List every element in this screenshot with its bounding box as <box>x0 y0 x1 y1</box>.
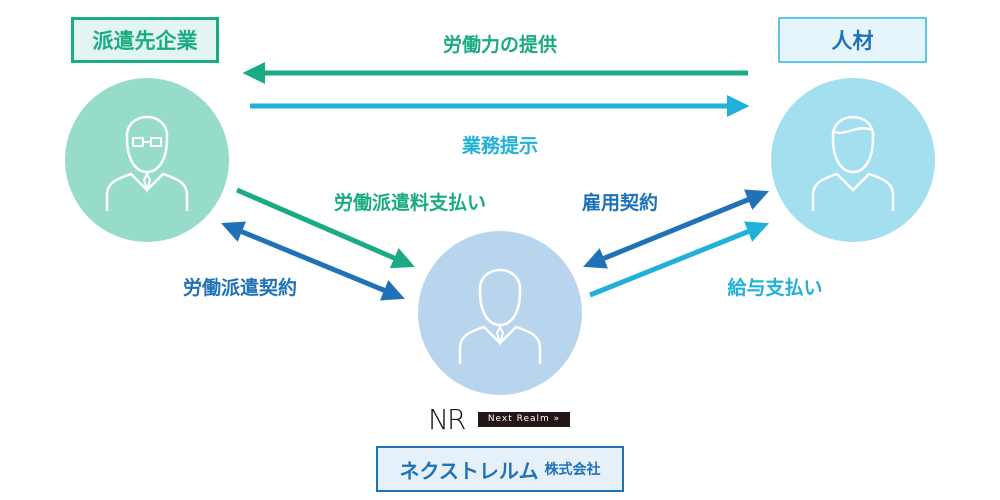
company-circle <box>418 231 582 395</box>
labor-provision-label: 労働力の提供 <box>442 34 558 56</box>
client-person-icon <box>105 115 189 212</box>
arrow-dispatch-contract <box>221 221 405 301</box>
client-company-label: 派遣先企業 <box>71 17 219 63</box>
talent-label: 人材 <box>778 17 927 63</box>
employment-contract-label: 雇用契約 <box>581 192 659 214</box>
talent-person-icon <box>811 115 895 212</box>
company-person-icon <box>458 268 542 365</box>
company-name: ネクストレルム <box>399 458 539 483</box>
logo-text: Next Realm » <box>478 412 570 427</box>
arrow-salary <box>589 221 769 298</box>
client-circle <box>65 78 229 242</box>
salary-label: 給与支払い <box>727 277 823 299</box>
arrow-employment-contract <box>583 189 769 269</box>
dispatch-fee-label: 労働派遣料支払い <box>333 192 487 214</box>
talent-circle <box>771 78 935 242</box>
company-name-box: ネクストレルム 株式会社 <box>376 446 624 492</box>
company-suffix: 株式会社 <box>544 462 601 478</box>
dispatch-contract-label: 労働派遣契約 <box>182 277 298 299</box>
task-instruction-label: 業務提示 <box>461 135 539 157</box>
logo-mark: NR <box>428 403 466 436</box>
